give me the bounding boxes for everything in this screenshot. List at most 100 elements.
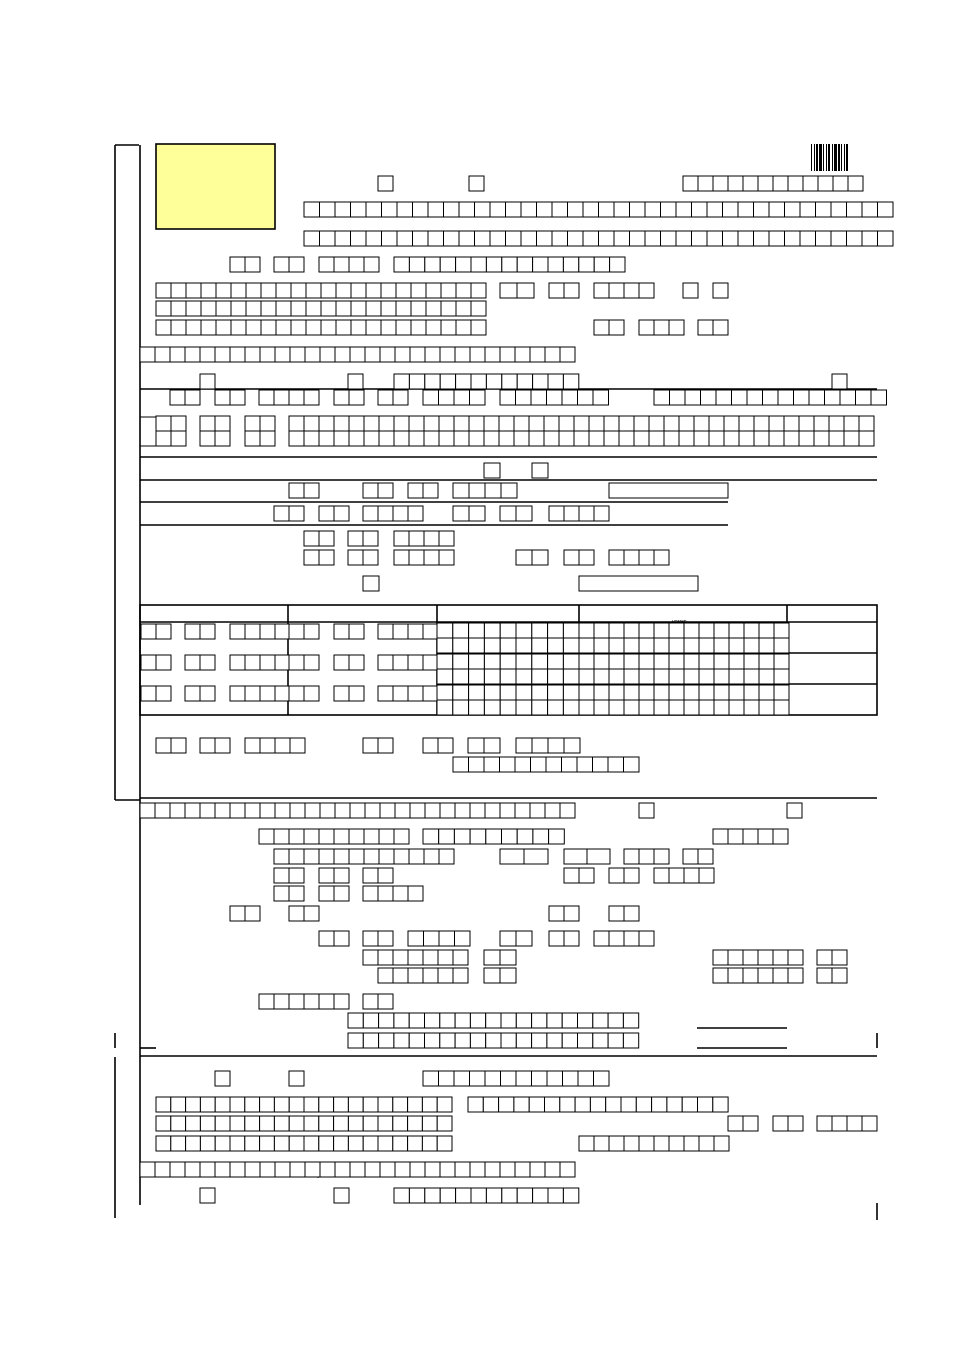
input-cell[interactable] [273,993,290,1010]
input-cell[interactable] [155,415,172,432]
input-cell[interactable] [260,300,277,317]
input-cell[interactable] [757,949,774,966]
cell-strip[interactable] [531,462,549,479]
input-cell[interactable] [169,346,186,363]
cell-strip[interactable] [483,967,517,984]
input-cell[interactable] [638,1135,655,1152]
input-cell[interactable] [644,201,661,218]
input-cell[interactable] [155,1096,172,1113]
input-cell[interactable] [214,1070,231,1087]
input-cell[interactable] [858,430,875,447]
input-cell[interactable] [577,1012,594,1029]
cell-strip[interactable] [333,1187,350,1204]
input-cell[interactable] [215,282,232,299]
input-cell[interactable] [424,373,441,390]
input-cell[interactable] [618,415,635,432]
input-cell[interactable] [653,699,670,716]
input-cell[interactable] [349,346,366,363]
input-cell[interactable] [499,505,517,522]
input-cell[interactable] [409,346,426,363]
cell-strip[interactable] [273,885,305,902]
input-cell[interactable] [808,389,825,406]
input-cell[interactable] [653,1135,670,1152]
input-cell[interactable] [407,930,424,947]
input-cell[interactable] [474,230,491,247]
input-cell[interactable] [499,930,517,947]
input-cell[interactable] [200,300,217,317]
input-cell[interactable] [828,430,845,447]
input-cell[interactable] [439,346,456,363]
input-cell[interactable] [259,1161,276,1178]
input-cell[interactable] [678,415,695,432]
cell-strip[interactable] [288,654,320,671]
input-cell[interactable] [773,699,790,716]
input-cell[interactable] [499,1161,516,1178]
input-cell[interactable] [578,668,595,685]
input-cell[interactable] [303,1135,320,1152]
cell-strip[interactable] [548,905,580,922]
input-cell[interactable] [603,430,620,447]
input-cell[interactable] [531,737,549,754]
input-cell[interactable] [288,623,305,640]
input-cell[interactable] [501,828,518,845]
cell-strip[interactable] [155,415,187,432]
input-cell[interactable] [229,802,246,819]
cell-strip[interactable] [467,1096,729,1113]
input-cell[interactable] [394,802,411,819]
cell-strip[interactable] [436,653,580,670]
input-cell[interactable] [547,256,564,273]
cell-strip[interactable] [362,482,394,499]
input-cell[interactable] [170,319,187,336]
input-cell[interactable] [408,1012,426,1029]
input-cell[interactable] [531,637,549,654]
input-cell[interactable] [723,415,740,432]
input-cell[interactable] [139,802,156,819]
cell-strip[interactable] [682,848,714,865]
input-cell[interactable] [683,699,700,716]
input-cell[interactable] [199,346,216,363]
input-cell[interactable] [333,1135,349,1152]
input-cell[interactable] [623,756,640,773]
input-cell[interactable] [483,653,501,670]
input-cell[interactable] [408,848,425,865]
input-cell[interactable] [712,319,729,336]
input-cell[interactable] [436,653,454,670]
input-cell[interactable] [438,430,455,447]
input-cell[interactable] [453,430,470,447]
input-cell[interactable] [515,622,533,639]
cell-strip[interactable] [288,1070,305,1087]
input-cell[interactable] [608,282,625,299]
cell-strip[interactable] [318,867,350,884]
input-cell[interactable] [532,1187,549,1204]
input-cell[interactable] [743,668,760,685]
input-cell[interactable] [528,1096,546,1113]
cell-strip[interactable] [452,482,518,499]
input-cell[interactable] [185,1096,201,1113]
cell-strip[interactable] [214,1070,231,1087]
input-cell[interactable] [333,415,350,432]
input-cell[interactable] [544,802,561,819]
input-cell[interactable] [273,256,290,273]
input-cell[interactable] [333,430,350,447]
input-cell[interactable] [712,967,729,984]
input-cell[interactable] [728,637,745,654]
input-cell[interactable] [454,1032,471,1049]
input-cell[interactable] [244,802,261,819]
input-cell[interactable] [245,300,262,317]
input-cell[interactable] [273,1115,290,1132]
input-cell[interactable] [365,300,382,317]
cell-strip[interactable] [347,373,364,390]
cell-strip[interactable] [273,505,305,522]
input-cell[interactable] [772,949,789,966]
input-cell[interactable] [229,1096,246,1113]
input-cell[interactable] [408,373,426,390]
input-cell[interactable] [155,685,172,702]
input-cell[interactable] [349,1161,366,1178]
input-cell[interactable] [613,230,630,247]
input-cell[interactable] [393,530,410,547]
input-cell[interactable] [618,430,635,447]
input-cell[interactable] [623,668,640,685]
input-cell[interactable] [831,373,848,390]
input-cell[interactable] [377,389,394,406]
cell-strip[interactable] [578,622,790,639]
